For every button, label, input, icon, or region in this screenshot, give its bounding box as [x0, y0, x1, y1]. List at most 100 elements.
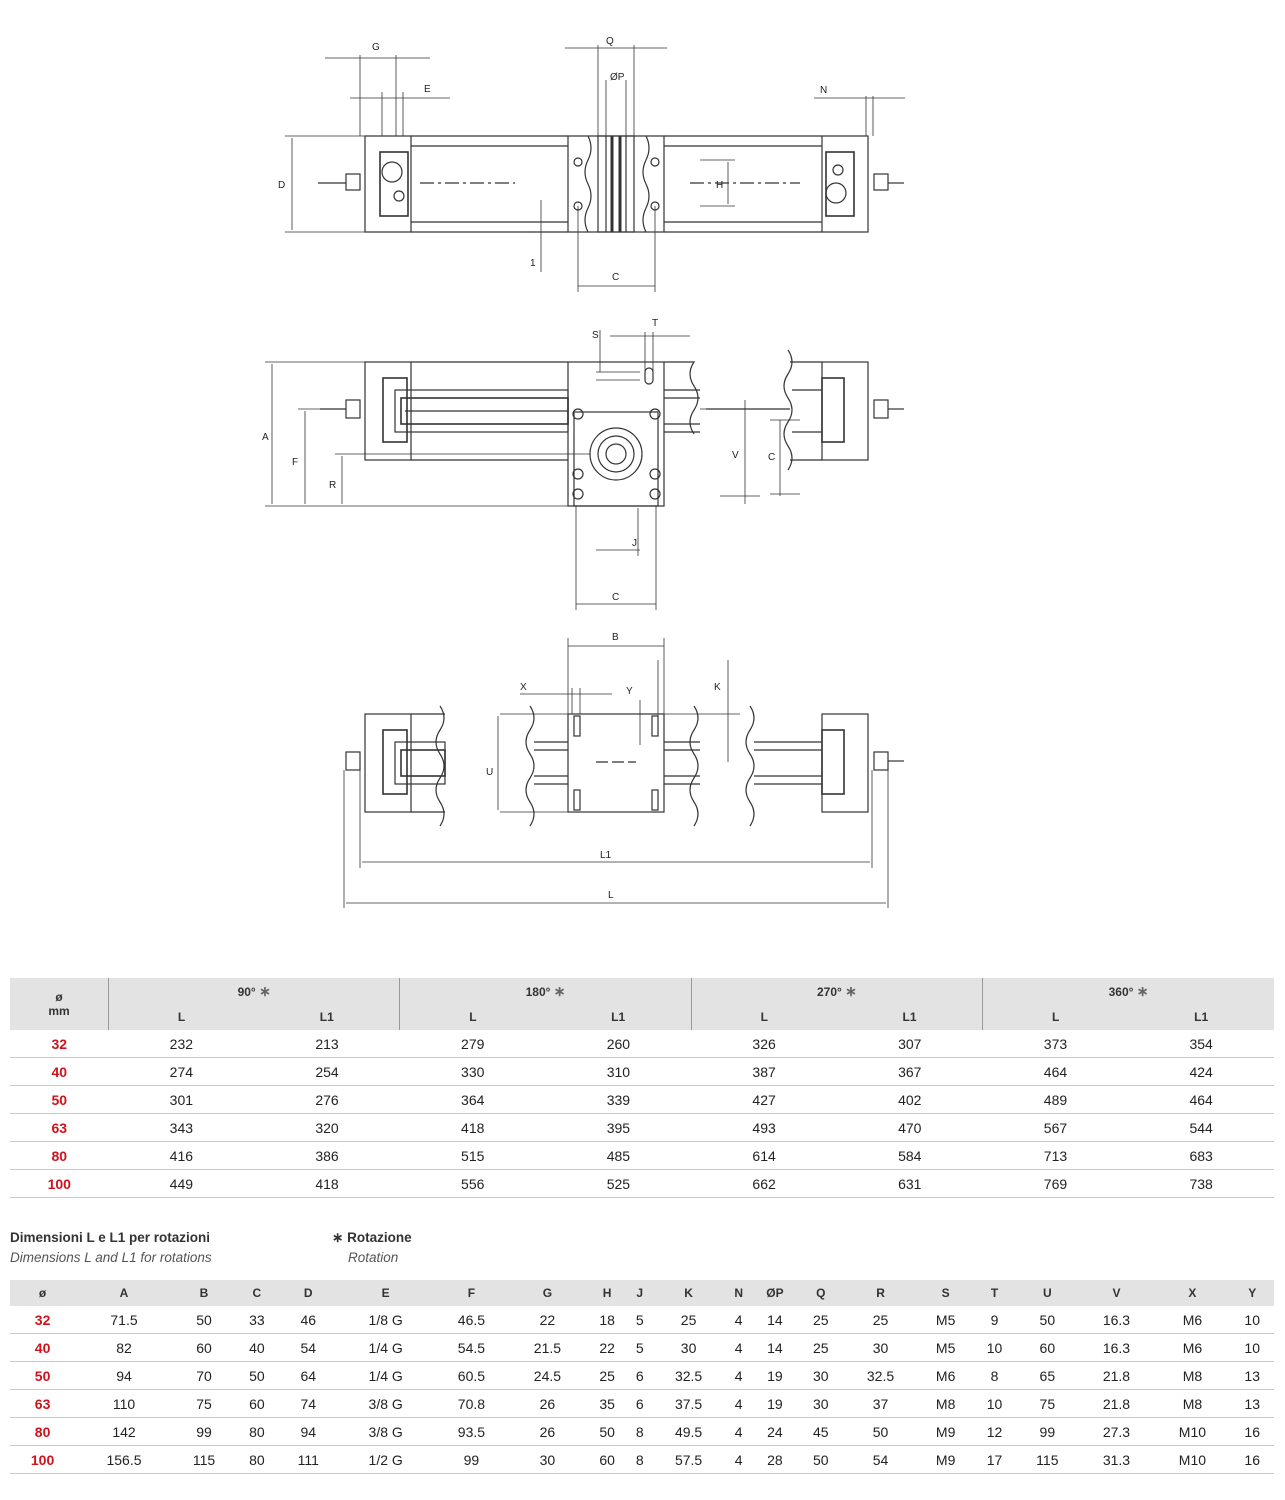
table-cell: 54 [842, 1445, 919, 1474]
table-cell: 94 [75, 1361, 173, 1390]
table-cell: 339 [545, 1085, 692, 1114]
legend-italian: ∗ Rotazione [332, 1230, 412, 1245]
table-cell: 276 [254, 1085, 400, 1114]
table-cell: 1/4 G [337, 1361, 434, 1390]
table-cell: 1/8 G [337, 1306, 434, 1334]
table-cell: 27.3 [1078, 1417, 1155, 1446]
table-cell: 232 [108, 1030, 255, 1058]
dim-label-H: H [716, 180, 723, 191]
table-cell: 22 [509, 1306, 586, 1334]
table-cell: 16.3 [1078, 1306, 1155, 1334]
table-cell: 662 [691, 1169, 837, 1198]
table-cell: 373 [982, 1030, 1129, 1058]
column-header: X [1154, 1280, 1231, 1306]
table-cell: 22 [585, 1333, 629, 1362]
table-cell: 26 [509, 1417, 586, 1446]
dim-label-K: K [714, 682, 721, 693]
dim-label-Y: Y [626, 686, 633, 697]
table-cell: 418 [254, 1169, 400, 1198]
dim-label-V: V [732, 450, 739, 461]
column-header: ø [10, 1280, 76, 1306]
table-cell: 525 [545, 1169, 692, 1198]
table-cell: 4 [726, 1361, 751, 1390]
table-cell: M5 [918, 1333, 973, 1362]
table-cell: 556 [399, 1169, 546, 1198]
dim-label-U: U [486, 767, 493, 778]
table-cell: 60 [1016, 1333, 1079, 1362]
dim-label-X: X [520, 682, 527, 693]
bore-cell: 40 [10, 1333, 76, 1362]
table-cell: 21.5 [509, 1333, 586, 1362]
table-cell: 13 [1230, 1389, 1274, 1418]
table-cell: 8 [972, 1361, 1017, 1390]
sub-header-L1: L1 [1128, 1004, 1274, 1030]
table-cell: 614 [691, 1141, 837, 1170]
table-cell: 18 [585, 1306, 629, 1334]
table-cell: 6 [628, 1361, 651, 1390]
table-cell: 93.5 [433, 1417, 510, 1446]
table-cell: 4 [726, 1306, 751, 1334]
table-cell: 25 [585, 1361, 629, 1390]
group-180: 180° ∗ [399, 978, 692, 1004]
table-cell: 485 [545, 1141, 692, 1170]
table-cell: 10 [972, 1333, 1017, 1362]
table-cell: 33 [235, 1306, 279, 1334]
table-cell: 50 [235, 1361, 279, 1390]
dim-label-E: E [424, 84, 431, 95]
table-cell: 80 [235, 1445, 279, 1474]
sub-header-L1: L1 [254, 1004, 400, 1030]
dim-label-Q: Q [606, 36, 614, 47]
table-cell: 75 [1016, 1389, 1079, 1418]
column-header: N [726, 1280, 751, 1306]
table-cell: 16 [1230, 1445, 1274, 1474]
table-cell: 60 [172, 1333, 236, 1362]
table-cell: 367 [836, 1057, 983, 1086]
table-cell: 64 [278, 1361, 338, 1390]
table-cell: 156.5 [75, 1445, 173, 1474]
dim-label-C-bottom: C [612, 592, 619, 603]
table-cell: 213 [254, 1030, 400, 1058]
table-cell: 1/2 G [337, 1445, 434, 1474]
column-header: D [278, 1280, 338, 1306]
dim-label-G: G [372, 42, 380, 53]
table-cell: 5 [628, 1306, 651, 1334]
table-cell: 4 [726, 1417, 751, 1446]
legend-english: Rotation [348, 1250, 399, 1265]
bore-cell: 100 [10, 1169, 109, 1198]
column-header: V [1078, 1280, 1155, 1306]
table-cell: 464 [982, 1057, 1129, 1086]
bore-cell: 100 [10, 1445, 76, 1474]
table-cell: 46 [278, 1306, 338, 1334]
table-cell: 28 [750, 1445, 800, 1474]
table-cell: M8 [1154, 1361, 1231, 1390]
table-cell: 70.8 [433, 1389, 510, 1418]
table-cell: 470 [836, 1113, 983, 1142]
bore-cell: 32 [10, 1030, 109, 1058]
dim-label-B: B [612, 632, 619, 643]
table-cell: 6 [628, 1389, 651, 1418]
table-cell: 115 [172, 1445, 236, 1474]
dim-label-F: F [292, 457, 298, 468]
dim-label-1: 1 [530, 258, 536, 269]
table-cell: M6 [1154, 1333, 1231, 1362]
star-symbol: ∗ [332, 1230, 344, 1245]
table-cell: 99 [433, 1445, 510, 1474]
caption-italian: Dimensioni L e L1 per rotazioni [10, 1230, 211, 1245]
bore-unit: mm [48, 1004, 70, 1018]
table-cell: 24.5 [509, 1361, 586, 1390]
table-cell: 307 [836, 1030, 983, 1058]
table-cell: 683 [1128, 1141, 1274, 1170]
table-cell: 4 [726, 1333, 751, 1362]
bottom-view [343, 638, 904, 908]
table-cell: 364 [399, 1085, 546, 1114]
table-cell: 21.8 [1078, 1389, 1155, 1418]
table-cell: M8 [918, 1389, 973, 1418]
dim-label-J: J [632, 538, 637, 549]
table-cell: 99 [1016, 1417, 1079, 1446]
